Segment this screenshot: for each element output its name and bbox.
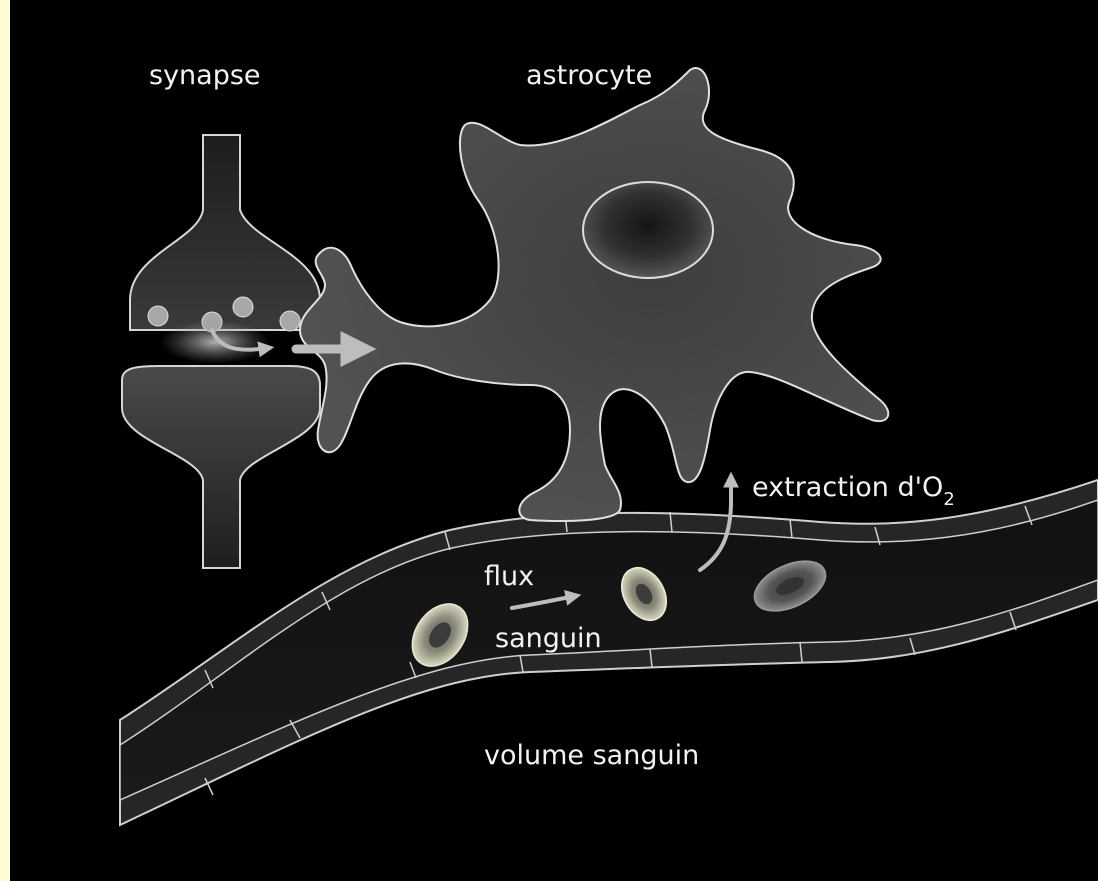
vesicle bbox=[280, 311, 300, 331]
synaptic-cleft-glow bbox=[160, 320, 270, 364]
label-oxygen-extraction: extraction d'O2 bbox=[752, 472, 955, 510]
label-synapse: synapse bbox=[149, 60, 261, 91]
presynaptic-terminal bbox=[130, 135, 320, 330]
postsynaptic-terminal bbox=[122, 366, 320, 568]
label-sanguin: sanguin bbox=[495, 623, 602, 654]
astrocyte-nucleus bbox=[583, 182, 713, 278]
synapse-structure bbox=[122, 135, 320, 568]
vesicle bbox=[233, 297, 253, 317]
blood-vessel bbox=[120, 480, 1098, 825]
label-astrocyte: astrocyte bbox=[526, 60, 652, 91]
label-flux: flux bbox=[484, 561, 534, 592]
label-oxygen-extraction-subscript: 2 bbox=[943, 489, 954, 510]
astrocyte-body bbox=[300, 68, 888, 521]
astrocyte-cell bbox=[300, 68, 888, 521]
vesicle bbox=[148, 306, 168, 326]
label-volume-sanguin: volume sanguin bbox=[484, 740, 699, 771]
label-oxygen-extraction-main: extraction d'O bbox=[752, 472, 943, 503]
